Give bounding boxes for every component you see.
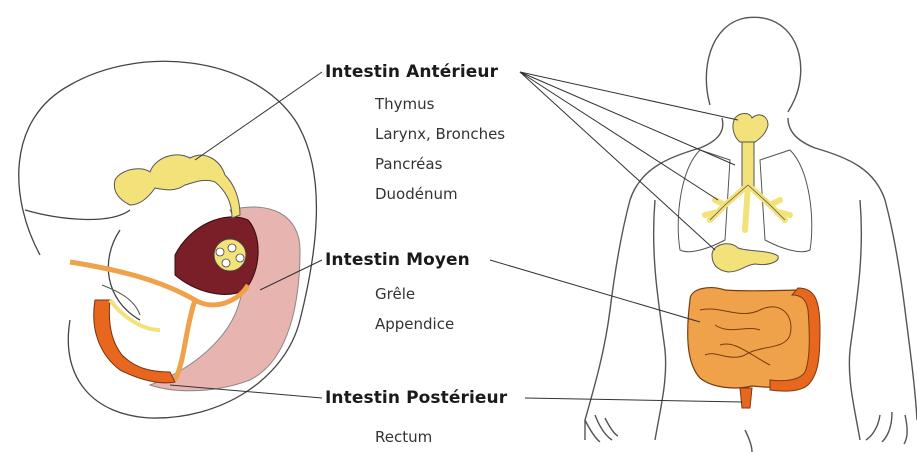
hindgut-item-rectum: Rectum [375, 428, 432, 446]
embryo-foregut [114, 155, 240, 218]
embryo-head-curl [25, 210, 130, 219]
body-thymus [733, 114, 768, 143]
midgut-title: Intestin Moyen [325, 250, 470, 270]
hindgut-title: Intestin Postérieur [325, 388, 507, 408]
embryo-yolk-cluster [214, 239, 246, 271]
foregut-item-duodenum: Duodénum [375, 185, 458, 203]
body-rectum [740, 388, 752, 408]
body-trachea [742, 142, 754, 187]
embryo-hindgut [94, 300, 175, 383]
midgut-item-appendice: Appendice [375, 315, 454, 333]
body-bronchi [705, 185, 790, 230]
foregut-item-larynx: Larynx, Bronches [375, 125, 505, 143]
foregut-item-thymus: Thymus [375, 95, 434, 113]
foregut-title: Intestin Antérieur [325, 62, 498, 82]
foregut-item-pancreas: Pancréas [375, 155, 442, 173]
midgut-item-grele: Grêle [375, 285, 415, 303]
body-head-outline [706, 17, 800, 112]
body-pancreas [712, 244, 778, 272]
body-small-intestine [688, 288, 815, 388]
